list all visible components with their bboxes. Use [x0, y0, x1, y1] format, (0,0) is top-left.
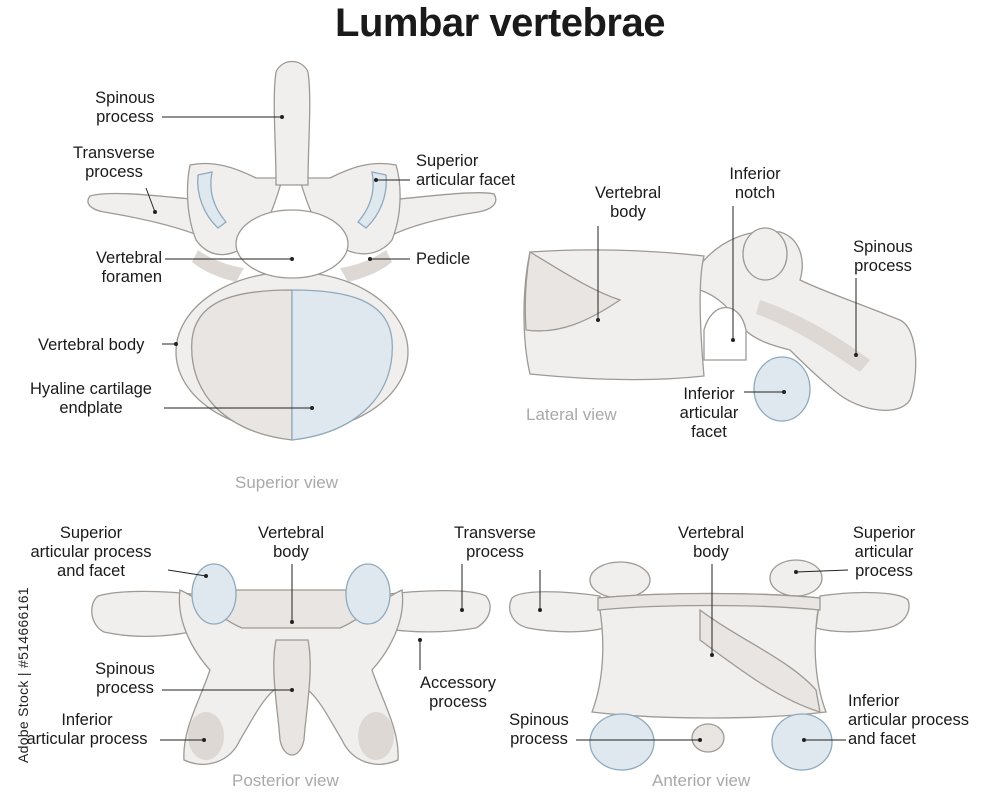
label-pedicle: Pedicle: [416, 250, 471, 268]
diagram-title: Lumbar vertebrae: [335, 1, 665, 45]
caption-lateral-view: Lateral view: [526, 405, 617, 424]
label-superior-vertebral-body: Vertebral body: [38, 336, 145, 354]
stock-credit: Adobe Stock | #514666161: [15, 587, 31, 763]
caption-anterior-view: Anterior view: [652, 771, 751, 790]
superior-view-vertebra: [87, 60, 497, 441]
posterior-view-vertebra: [91, 563, 491, 765]
anterior-view-vertebra: [509, 559, 910, 771]
caption-superior-view: Superior view: [235, 473, 338, 492]
leader-lines: [145, 115, 858, 742]
lateral-view-vertebra: [523, 227, 917, 422]
caption-posterior-view: Posterior view: [232, 771, 339, 790]
